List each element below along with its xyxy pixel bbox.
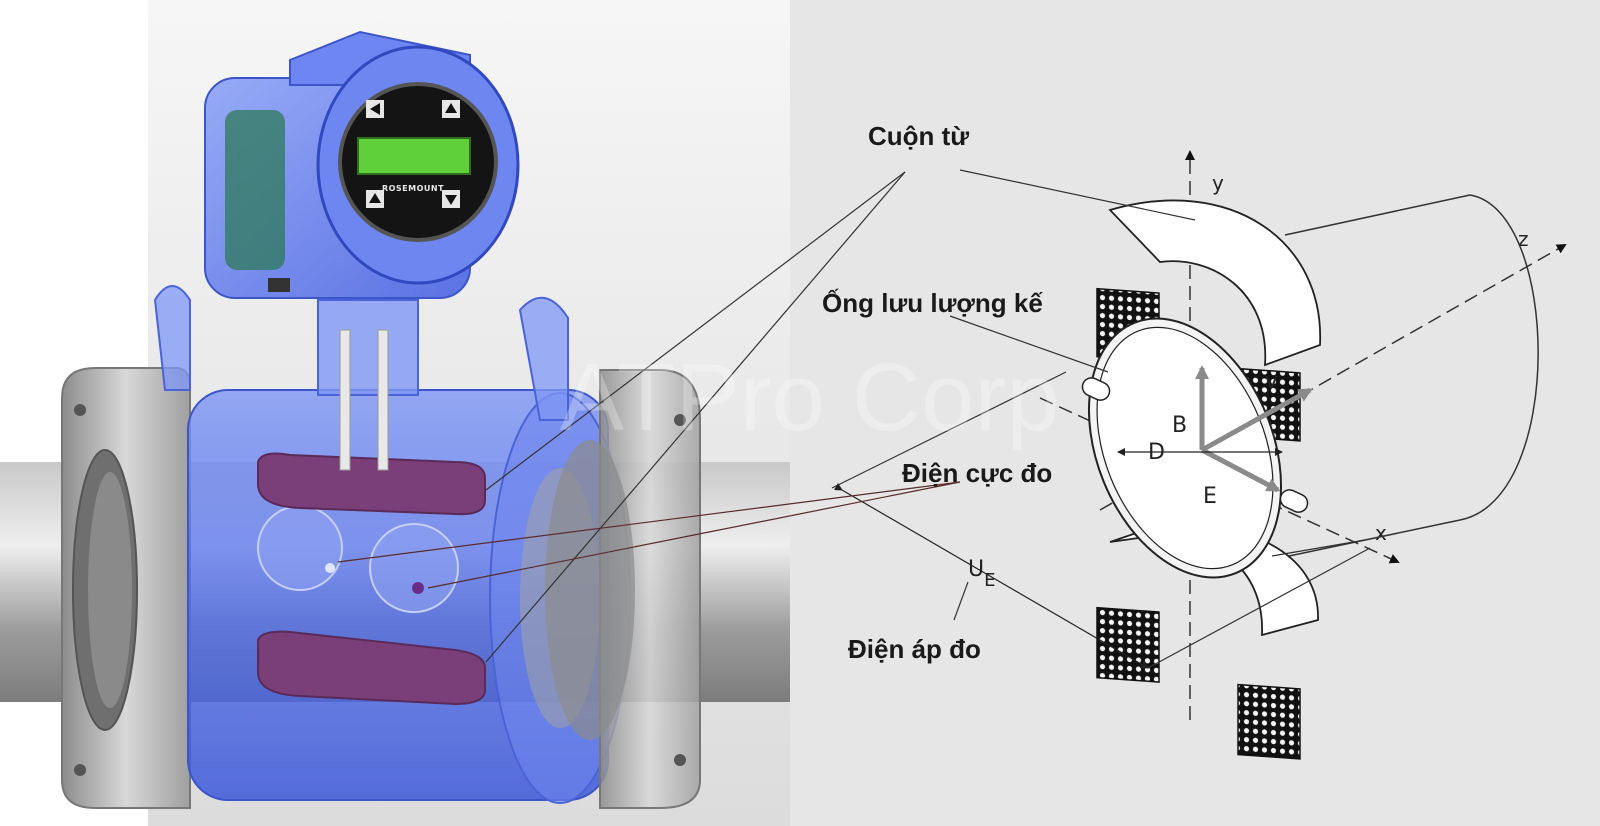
e-vector-label: E xyxy=(1203,484,1217,509)
measured-voltage-label: Điện áp đo xyxy=(848,634,981,664)
flow-tube-label: Ống lưu lượng kế xyxy=(822,288,1043,318)
schematic-diagram: y z x xyxy=(337,0,1600,826)
lcd-screen xyxy=(357,137,471,175)
leader-lines xyxy=(337,169,1196,663)
right-flange xyxy=(545,369,701,809)
magnetic-coils-label: Cuộn từ xyxy=(868,121,969,151)
schematic-electrode-right xyxy=(1279,489,1309,513)
measuring-electrodes-label: Điện cực đo xyxy=(902,458,1052,488)
lower-coil xyxy=(257,630,486,706)
transmitter-head: ROSEMOUNT xyxy=(204,30,520,299)
voltage-symbol: UE xyxy=(968,557,995,591)
x-axis-label: x xyxy=(1375,521,1387,545)
voltage-dimension xyxy=(831,371,1371,669)
transmitter-neck xyxy=(317,299,419,471)
transmitter-brand: ROSEMOUNT xyxy=(382,184,444,193)
e-vector xyxy=(1200,447,1281,493)
flowmeter-illustration: ROSEMOUNT xyxy=(0,0,790,826)
watermark: ATPro Corp xyxy=(560,344,1060,451)
v-vector xyxy=(1200,387,1313,453)
electrode-right xyxy=(412,582,424,594)
b-vector-label: B xyxy=(1172,413,1187,438)
schematic-electrode-left xyxy=(1081,377,1111,401)
z-axis-label: z xyxy=(1518,227,1529,251)
electrode-left xyxy=(325,563,335,573)
left-flange xyxy=(61,367,191,809)
v-vector-label: v xyxy=(1265,369,1278,394)
upper-coil xyxy=(257,452,486,516)
y-axis-label: y xyxy=(1212,171,1224,195)
d-dimension-label: D xyxy=(1148,440,1165,465)
